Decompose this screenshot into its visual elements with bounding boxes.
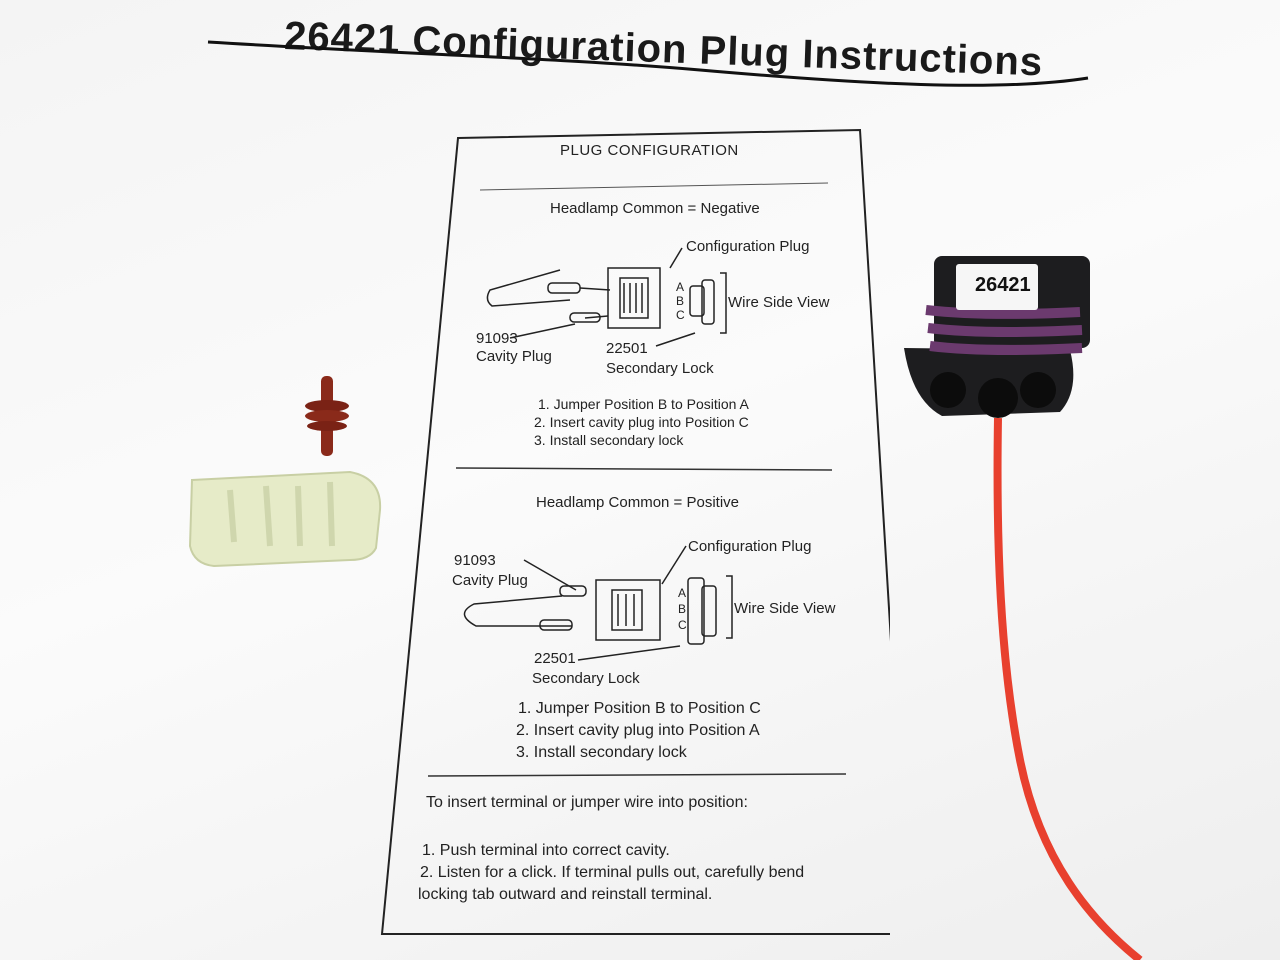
negative-cavity-plug-label: Cavity Plug (476, 348, 552, 365)
red-wire (993, 417, 1143, 960)
negative-secondary-lock-part: 22501 (606, 340, 648, 357)
plug-configuration-panel: PLUG CONFIGURATION Headlamp Common = Neg… (380, 128, 890, 936)
connector-label: 26421 (975, 274, 1031, 296)
negative-secondary-lock-label: Secondary Lock (606, 360, 714, 377)
negative-step-2: 2. Insert cavity plug into Position C (534, 414, 749, 430)
negative-heading: Headlamp Common = Negative (550, 200, 760, 217)
terminal-step-3: locking tab outward and reinstall termin… (418, 886, 713, 903)
positive-cavity-plug-label: Cavity Plug (452, 572, 528, 589)
positive-wire-side-label: Wire Side View (734, 600, 836, 617)
terminal-heading: To insert terminal or jumper wire into p… (426, 794, 748, 811)
negative-config-plug-label: Configuration Plug (686, 238, 810, 255)
negative-step-3: 3. Install secondary lock (534, 432, 684, 448)
negative-step-1: 1. Jumper Position B to Position A (538, 396, 749, 412)
positive-secondary-lock-part: 22501 (534, 650, 576, 667)
positive-heading: Headlamp Common = Positive (536, 494, 740, 511)
panel-header: PLUG CONFIGURATION (560, 142, 739, 159)
cavity-plug-part (305, 376, 349, 456)
positive-step-2: 2. Insert cavity plug into Position A (516, 722, 760, 739)
negative-position-a: A (676, 280, 685, 294)
terminal-step-1: 1. Push terminal into correct cavity. (422, 842, 670, 859)
terminal-step-2: 2. Listen for a click. If terminal pulls… (420, 864, 805, 881)
positive-position-c: C (678, 618, 687, 632)
positive-position-b: B (678, 602, 687, 616)
negative-position-b: B (676, 294, 685, 308)
positive-secondary-lock-label: Secondary Lock (532, 670, 640, 687)
positive-step-3: 3. Install secondary lock (516, 744, 687, 761)
loose-parts (188, 376, 382, 568)
title-underline (207, 40, 1089, 87)
panel-frame (380, 128, 890, 935)
negative-cavity-plug-part: 91093 (476, 330, 518, 347)
secondary-lock-part (188, 470, 382, 568)
negative-wire-side-label: Wire Side View (728, 294, 830, 311)
positive-position-a: A (678, 586, 687, 600)
positive-config-plug-label: Configuration Plug (688, 538, 812, 555)
positive-step-1: 1. Jumper Position B to Position C (518, 700, 761, 717)
negative-wiring-diagram (486, 247, 727, 347)
positive-cavity-plug-part: 91093 (454, 552, 496, 569)
negative-position-c: C (676, 308, 685, 322)
configuration-plug-connector (904, 256, 1143, 960)
positive-wiring-diagram (463, 545, 733, 661)
